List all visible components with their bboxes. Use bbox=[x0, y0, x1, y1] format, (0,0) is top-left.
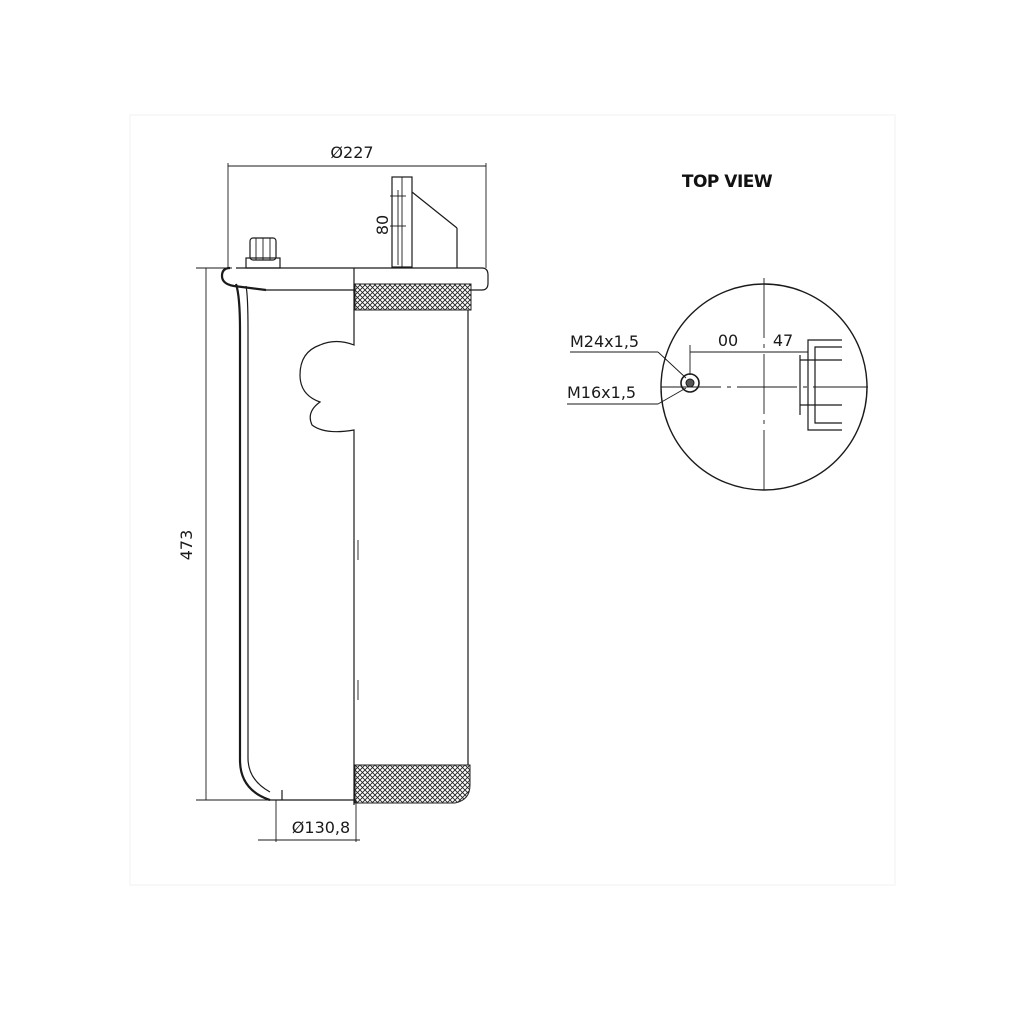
total-height-label: 473 bbox=[177, 530, 196, 561]
bottom-diameter-label: Ø130,8 bbox=[292, 818, 350, 837]
side-view: Ø227 80 bbox=[177, 143, 489, 842]
mounting-bracket bbox=[391, 176, 458, 268]
top-diameter-dimension: Ø227 bbox=[227, 143, 487, 268]
height-dimension: 473 bbox=[177, 267, 270, 801]
m16-label: M16x1,5 bbox=[567, 383, 636, 402]
air-fitting bbox=[245, 237, 281, 269]
top-view: TOP VIEW 00 47 M24x1,5 bbox=[567, 172, 868, 496]
top-view-title: TOP VIEW bbox=[682, 172, 773, 192]
top-view-dimensions: 00 47 bbox=[689, 331, 809, 375]
upper-hatch bbox=[354, 283, 472, 311]
top-plate bbox=[220, 266, 489, 293]
stud-bracket bbox=[799, 339, 842, 431]
thread-callouts: M24x1,5 M16x1,5 bbox=[567, 332, 687, 405]
m24-label: M24x1,5 bbox=[570, 332, 639, 351]
bracket-height-label: 80 bbox=[373, 215, 392, 235]
dim-47-label: 47 bbox=[773, 331, 793, 350]
bottom-diameter-dimension: Ø130,8 bbox=[258, 800, 360, 842]
top-diameter-label: Ø227 bbox=[330, 143, 373, 162]
offset-label: 00 bbox=[718, 331, 738, 350]
bracket-dimension: 80 bbox=[373, 190, 406, 265]
lower-hatch bbox=[354, 764, 471, 804]
bellows-body bbox=[234, 283, 472, 805]
